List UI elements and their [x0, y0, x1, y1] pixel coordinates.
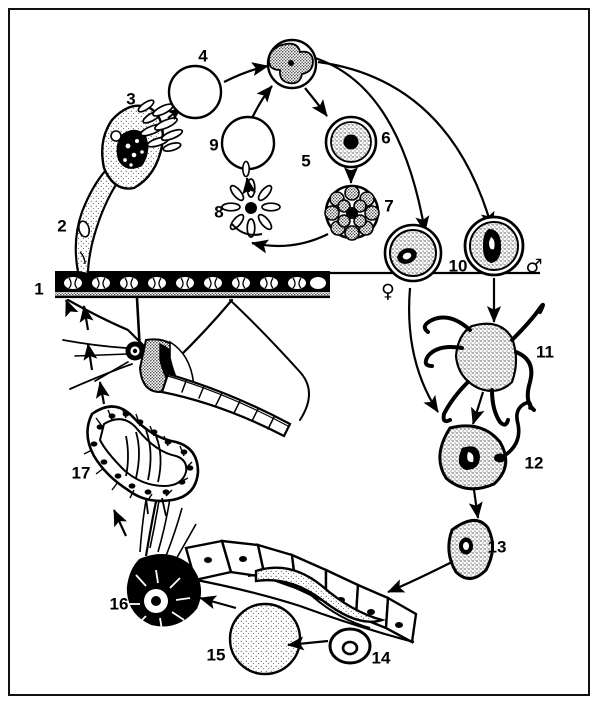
stage-label-10: 10: [448, 256, 468, 276]
stage-label-9: 9: [209, 135, 219, 155]
stage-label-8: 8: [214, 202, 224, 222]
stage-6-trophozoite: [324, 115, 378, 169]
arrow-11-to-12: [471, 391, 485, 425]
stage-label-17: 17: [71, 463, 91, 483]
stage-label-1: 1: [34, 279, 44, 299]
stage-16-mature-oocyst: [126, 461, 202, 631]
stage-11-exflagellation: [422, 302, 545, 427]
stage-5-segmenter: [266, 38, 318, 90]
arrow-9-to-5: [251, 85, 273, 119]
stage-10-microgametocyte: [463, 215, 525, 277]
male-symbol: ♂: [525, 255, 543, 278]
stage-label-15: 15: [206, 645, 226, 665]
arrow-13-to-14: [387, 561, 453, 594]
midgut-epithelium: [184, 539, 418, 644]
arrow-to-macrogametocyte: [314, 56, 430, 233]
arrow-7-to-8: [251, 233, 329, 254]
stage-label-7: 7: [384, 196, 394, 216]
stage-label-6: 6: [381, 128, 391, 148]
stage-label-13: 13: [487, 537, 507, 557]
arrow-5-to-6: [304, 87, 328, 117]
stage-9-erythrocyte: [220, 115, 276, 178]
midgut-basal-lamina: [185, 576, 415, 644]
stage-label-2: 2: [57, 216, 67, 236]
arrow-16-to-17: [113, 509, 128, 537]
stage-1-skin-epithelium: [55, 271, 330, 299]
arrow-macrogamete-to-zygote: [408, 287, 439, 413]
figure-border: [8, 8, 590, 696]
stage-15-young-oocyst: [228, 602, 302, 676]
anopheles-mosquito: [62, 296, 310, 438]
stage-label-14: 14: [371, 648, 391, 668]
stage-3-liver-schizont: [101, 99, 184, 190]
stage-14-ookinete-penetration: [247, 566, 387, 665]
arrow-12-to-13: [468, 489, 483, 519]
female-symbol: ♀: [381, 280, 395, 303]
stage-7-blood-schizont: [324, 184, 380, 241]
arrow-to-microgametocyte: [317, 60, 495, 229]
arrow-8-to-9: [242, 177, 257, 195]
stage-label-11: 11: [536, 342, 554, 362]
arrow-14-to-15: [287, 636, 329, 651]
stage-label-3: 3: [126, 89, 136, 109]
stage-17-salivary-gland: [83, 405, 200, 517]
arrow-4-to-5: [223, 62, 269, 83]
stage-label-16: 16: [109, 594, 129, 614]
stage-12-zygote: [438, 400, 533, 491]
reinfection-arrows: [64, 299, 98, 371]
stage-label-4: 4: [198, 46, 208, 66]
stage-4-erythrocyte: [167, 64, 223, 120]
stage-13-ookinete: [447, 519, 494, 580]
stage-8-merozoite-rosette: [221, 178, 281, 238]
stage-label-5: 5: [301, 151, 311, 171]
arrow-17-to-mosquito: [95, 381, 110, 405]
stage-label-12: 12: [524, 453, 544, 473]
stage-10-macrogametocyte: [383, 223, 443, 283]
arrow-15-to-16: [199, 595, 237, 610]
